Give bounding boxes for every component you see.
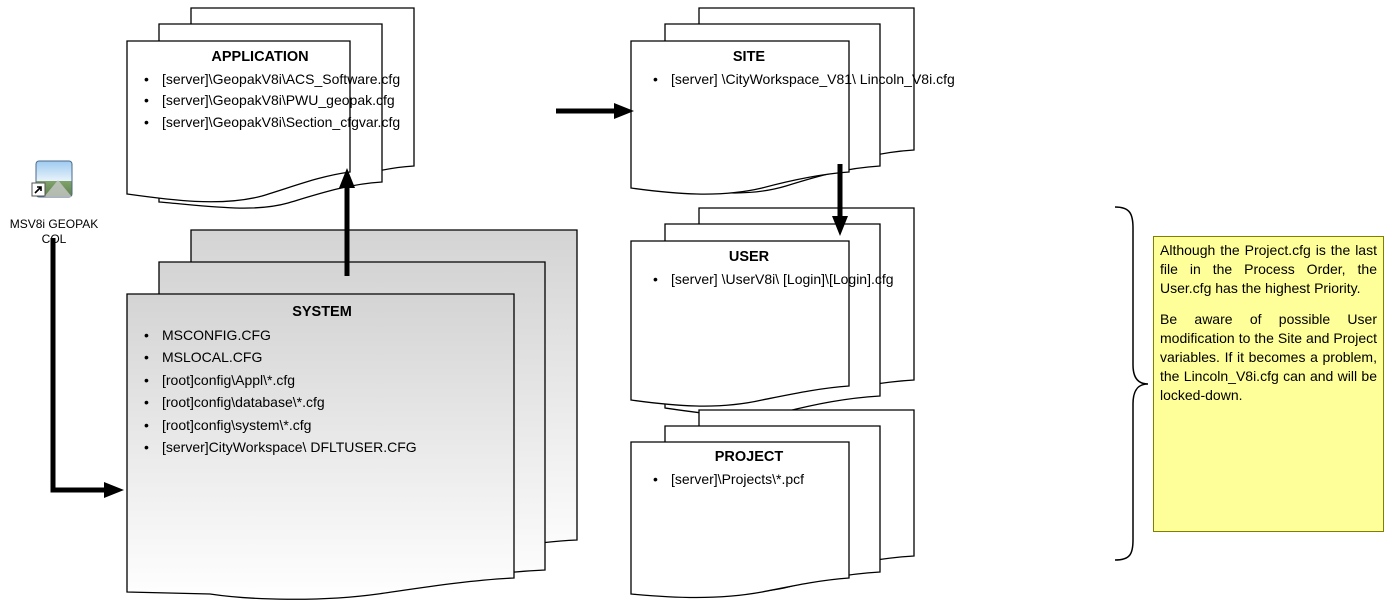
list-item: [root]config\Appl\*.cfg [144, 369, 520, 392]
list-item: [server]\GeopakV8i\Section_cfgvar.cfg [144, 112, 480, 134]
desktop-shortcut-icon[interactable] [31, 160, 73, 198]
site-document-stack [630, 7, 915, 195]
list-item: [server]CityWorkspace\ DFLTUSER.CFG [144, 436, 520, 459]
project-title: PROJECT [714, 449, 784, 465]
site-file-list: [server] \CityWorkspace_V81\ Lincoln_V8i… [649, 69, 1069, 91]
curly-brace [1114, 206, 1149, 561]
user-document-stack [630, 207, 915, 417]
user-title: USER [728, 249, 770, 265]
application-file-list: [server]\GeopakV8i\ACS_Software.cfg [ser… [140, 69, 480, 134]
system-file-list: MSCONFIG.CFG MSLOCAL.CFG [root]config\Ap… [140, 324, 520, 459]
list-item: MSCONFIG.CFG [144, 324, 520, 347]
project-box: PROJECT [server]\Projects\*.pcf [649, 447, 1069, 490]
flow-arrows [50, 103, 848, 498]
arrowhead-right [614, 103, 634, 119]
arrowhead-right [104, 482, 124, 498]
list-item: [server] \CityWorkspace_V81\ Lincoln_V8i… [653, 69, 1069, 91]
note-paragraph: Although the Project.cfg is the last fil… [1160, 242, 1377, 296]
arrowhead-down [832, 216, 848, 236]
user-box: USER [server] \UserV8i\ [Login]\[Login].… [649, 247, 1069, 290]
site-title: SITE [732, 49, 766, 65]
list-item: [server] \UserV8i\ [Login]\[Login].cfg [653, 269, 1069, 291]
priority-note: Although the Project.cfg is the last fil… [1153, 236, 1384, 532]
list-item: [root]config\database\*.cfg [144, 391, 520, 414]
list-item: [server]\GeopakV8i\ACS_Software.cfg [144, 69, 480, 91]
list-item: MSLOCAL.CFG [144, 346, 520, 369]
project-file-list: [server]\Projects\*.pcf [649, 469, 1069, 491]
application-box: APPLICATION [server]\GeopakV8i\ACS_Softw… [140, 47, 480, 133]
system-box: SYSTEM MSCONFIG.CFG MSLOCAL.CFG [root]co… [140, 302, 520, 459]
list-item: [server]\Projects\*.pcf [653, 469, 1069, 491]
arrowhead-up [339, 168, 355, 188]
site-box: SITE [server] \CityWorkspace_V81\ Lincol… [649, 47, 1069, 90]
list-item: [root]config\system\*.cfg [144, 414, 520, 437]
application-title: APPLICATION [211, 49, 309, 65]
user-file-list: [server] \UserV8i\ [Login]\[Login].cfg [649, 269, 1069, 291]
note-paragraph: Be aware of possible User modification t… [1160, 311, 1377, 403]
shortcut-label[interactable]: MSV8i GEOPAK COL [9, 217, 99, 246]
system-title: SYSTEM [292, 304, 352, 320]
project-document-stack [630, 409, 915, 599]
arrow-shortcut-to-system [50, 238, 106, 493]
list-item: [server]\GeopakV8i\PWU_geopak.cfg [144, 90, 480, 112]
